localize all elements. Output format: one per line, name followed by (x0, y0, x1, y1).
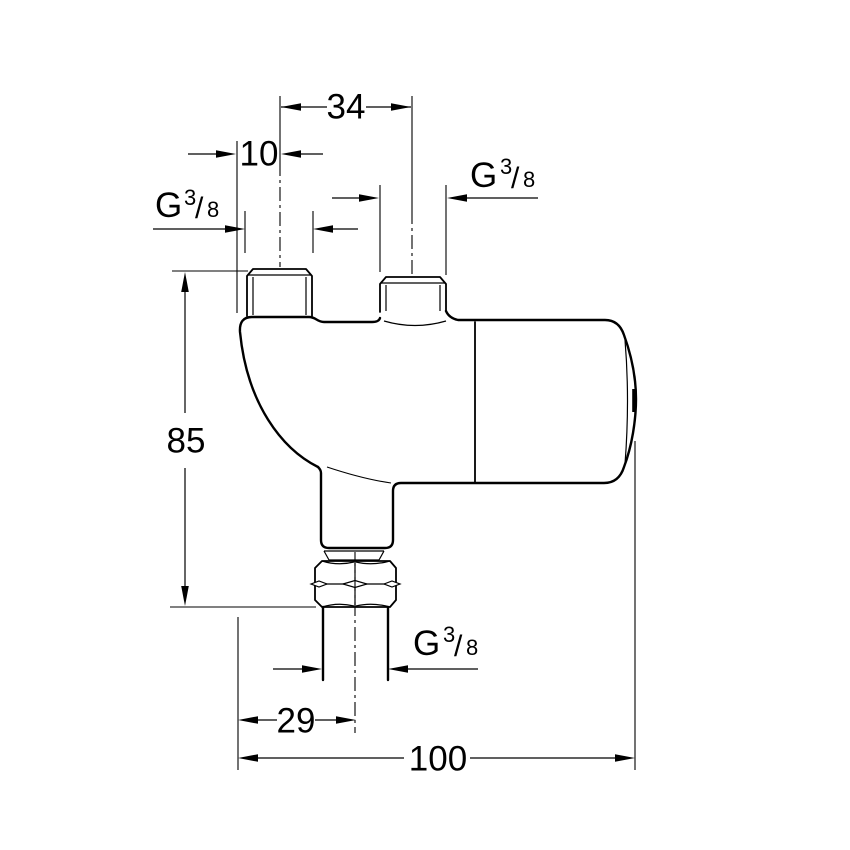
ext-inlet-right-thread (379, 185, 447, 275)
dimension-29: 29 (238, 702, 356, 741)
dim-10-label: 10 (240, 135, 279, 174)
hex-nut-chamfer-lens-left (309, 580, 329, 588)
dim-34-arrow-left (281, 103, 301, 111)
thread-tl-label: G 3 / 8 (155, 185, 219, 225)
dim-34-label: 34 (327, 88, 366, 127)
dim-100-arrow-right (615, 754, 635, 762)
thread-tr-arrow-right (359, 194, 379, 202)
inlet-nut-right (379, 276, 447, 313)
dim-85-arrow-down (181, 586, 189, 606)
outlet-pipe (321, 605, 390, 682)
hex-nut-outline (314, 560, 397, 608)
thread-callout-bottom: G 3 / 8 (273, 622, 478, 673)
inlet-nut-right-detail (381, 282, 445, 311)
dim-10-arrow-left (216, 150, 236, 158)
extension-lines (170, 141, 636, 770)
body-outline-right (316, 309, 638, 550)
outlet-hex-nut (309, 560, 402, 608)
body-outline-left (238, 315, 382, 469)
thread-tl-arrow-right (225, 225, 245, 233)
dim-100-label: 100 (409, 740, 467, 779)
valve-body (238, 309, 638, 550)
thread-b-label: G 3 / 8 (413, 622, 478, 663)
inlet-nut-right-outline (379, 276, 447, 313)
dimension-100: 100 (238, 740, 635, 779)
thread-callout-top-left: G 3 / 8 (153, 185, 358, 233)
dim-85-arrow-up (181, 272, 189, 292)
dimension-34: 34 (281, 88, 411, 127)
hex-nut-chamfer-lens-right (382, 580, 402, 588)
knob-endface-line (624, 339, 629, 465)
outlet-pipe-walls (321, 605, 390, 682)
thread-callout-top-right: G 3 / 8 (332, 154, 538, 202)
thread-b-arrow-left (388, 665, 408, 673)
dim-34-arrow-right (391, 103, 411, 111)
thread-b-arrow-right (302, 665, 322, 673)
dimension-85: 85 (167, 272, 206, 606)
thread-tr-label: G 3 / 8 (470, 154, 535, 195)
thread-tl-arrow-left (313, 225, 333, 233)
thread-tr-arrow-left (447, 194, 467, 202)
dim-100-arrow-left (238, 754, 258, 762)
inlet-nut-left-outline (246, 268, 313, 317)
dimension-10: 10 (188, 135, 323, 174)
dim-85-label: 85 (167, 422, 206, 461)
inlet-boss-arc (383, 320, 447, 327)
dim-29-arrow-right (336, 716, 356, 724)
outlet-collar (323, 550, 385, 561)
dim-29-label: 29 (277, 702, 316, 741)
inlet-nut-left (246, 268, 313, 317)
centerlines (279, 96, 413, 733)
inlet-nut-left-detail (248, 274, 311, 315)
ext-inlet-left-thread (244, 211, 314, 253)
collar-outline (323, 550, 385, 561)
dim-29-arrow-left (238, 716, 258, 724)
dim-10-arrow-right (281, 150, 301, 158)
shoulder-contour (326, 466, 392, 484)
